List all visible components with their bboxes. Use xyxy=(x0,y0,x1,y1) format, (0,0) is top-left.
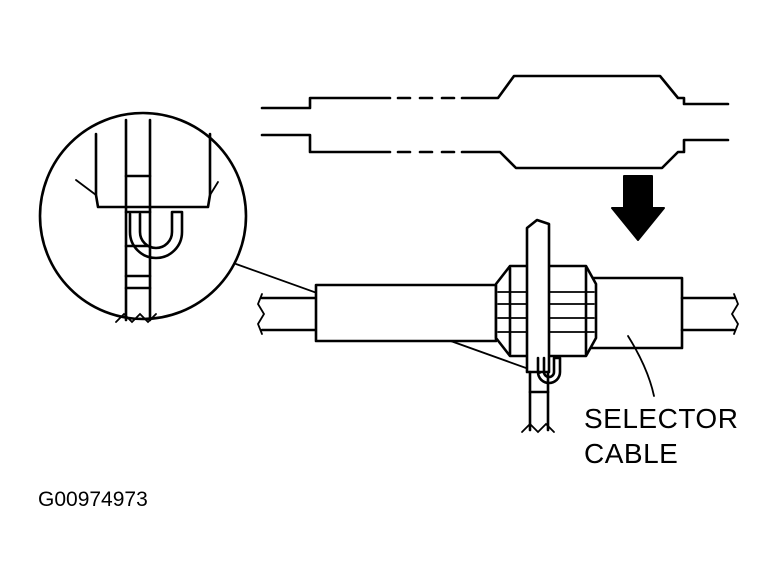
selector-cable-label-line-2: CABLE xyxy=(584,438,679,469)
selector-cable-label-line-1: SELECTOR xyxy=(584,403,739,434)
down-arrow-icon xyxy=(611,175,665,241)
detail-magnifier-circle xyxy=(38,111,248,324)
cable-outline-schematic xyxy=(260,74,730,170)
figure-id: G00974973 xyxy=(38,488,148,511)
selector-cable-assembly xyxy=(256,218,740,434)
